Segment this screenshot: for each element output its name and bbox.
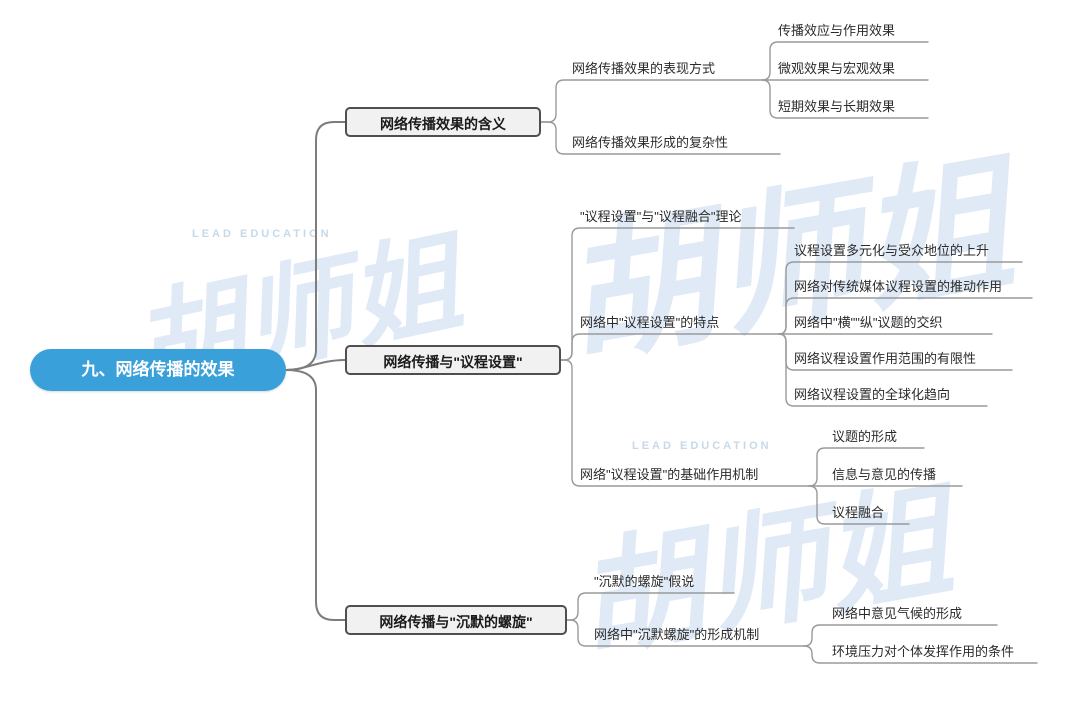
sub-topic[interactable]: "沉默的螺旋"假说 — [594, 574, 695, 589]
root-topic[interactable]: 九、网络传播的效果 — [30, 349, 286, 391]
sub-topic[interactable]: 网络传播效果的表现方式 — [572, 61, 716, 76]
leaf-topic[interactable]: 议程融合 — [832, 505, 885, 520]
leaf-topic[interactable]: 环境压力对个体发挥作用的条件 — [832, 644, 1015, 659]
connector — [566, 592, 735, 621]
sub-topic[interactable]: "议程设置"与"议程融合"理论 — [580, 209, 742, 224]
leaf-topic[interactable]: 议题的形成 — [832, 429, 898, 444]
sub-topic[interactable]: 网络"议程设置"的基础作用机制 — [580, 467, 759, 482]
sub-topic[interactable]: 网络中"沉默螺旋"的形成机制 — [594, 627, 760, 642]
connector — [285, 369, 346, 621]
leaf-topic[interactable]: 传播效应与作用效果 — [778, 23, 896, 38]
connector — [540, 79, 763, 123]
leaf-topic[interactable]: 网络中意见气候的形成 — [832, 606, 963, 621]
watermark-subtext: LEAD EDUCATION — [632, 440, 772, 452]
leaf-topic[interactable]: 网络中"横""纵"议题的交织 — [794, 315, 943, 330]
connector — [560, 333, 780, 361]
sub-topic[interactable]: 网络传播效果形成的复杂性 — [572, 135, 729, 150]
leaf-topic[interactable]: 短期效果与长期效果 — [778, 99, 896, 114]
branch-topic-spiral-of-silence[interactable]: 网络传播与"沉默的螺旋" — [345, 605, 567, 635]
leaf-topic[interactable]: 网络对传统媒体议程设置的推动作用 — [794, 279, 1003, 294]
leaf-topic[interactable]: 微观效果与宏观效果 — [778, 61, 896, 76]
connector — [285, 121, 346, 371]
branch-topic-meaning[interactable]: 网络传播效果的含义 — [345, 107, 541, 137]
sub-topic[interactable]: 网络中"议程设置"的特点 — [580, 315, 720, 330]
leaf-topic[interactable]: 信息与意见的传播 — [832, 467, 937, 482]
branch-topic-agenda-setting[interactable]: 网络传播与"议程设置" — [345, 345, 561, 375]
connector — [285, 359, 346, 371]
connector — [560, 227, 795, 361]
leaf-topic[interactable]: 议程设置多元化与受众地位的上升 — [794, 243, 990, 258]
leaf-topic[interactable]: 网络议程设置作用范围的有限性 — [794, 351, 977, 366]
watermark-subtext: LEAD EDUCATION — [192, 228, 332, 240]
leaf-topic[interactable]: 网络议程设置的全球化趋向 — [794, 387, 951, 402]
